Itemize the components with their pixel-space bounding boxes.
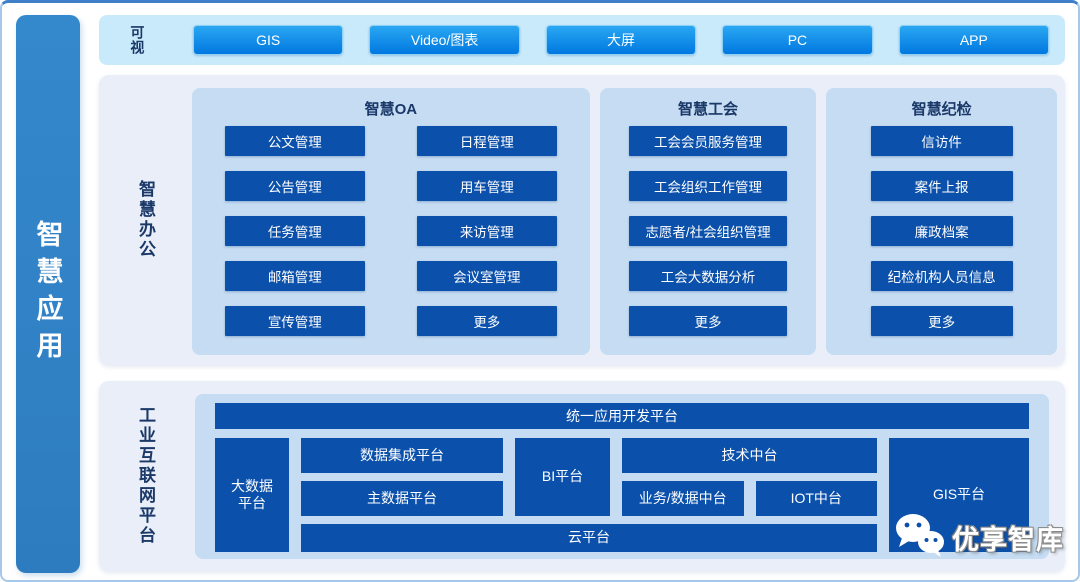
button-visitor-mgmt[interactable]: 来访管理 bbox=[416, 216, 557, 246]
button-union-org-work[interactable]: 工会组织工作管理 bbox=[629, 171, 787, 201]
smart-office-label: 智慧办公 bbox=[136, 180, 155, 260]
middle-platform-row: 业务/数据中台 IOT中台 bbox=[622, 481, 877, 516]
watermark: 优享智库 bbox=[892, 511, 1064, 564]
button-petition-letter[interactable]: 信访件 bbox=[870, 126, 1013, 156]
industrial-internet-label-cell: 工业互联网平台 bbox=[99, 381, 192, 571]
bi-platform[interactable]: BI平台 bbox=[515, 438, 610, 516]
button-union-bigdata-analysis[interactable]: 工会大数据分析 bbox=[629, 261, 787, 291]
button-announcement-mgmt[interactable]: 公告管理 bbox=[224, 171, 365, 201]
sidebar-smart-application: 智慧应用 bbox=[16, 15, 80, 573]
smart-oa-column-2: 日程管理 用车管理 来访管理 会议室管理 更多 bbox=[416, 126, 557, 336]
button-video-chart[interactable]: Video/图表 bbox=[369, 25, 520, 55]
button-document-mgmt[interactable]: 公文管理 bbox=[224, 126, 365, 156]
button-union-member-service[interactable]: 工会会员服务管理 bbox=[629, 126, 787, 156]
button-discipline-staff-info[interactable]: 纪检机构人员信息 bbox=[870, 261, 1013, 291]
content-area: 可视 GIS Video/图表 大屏 PC APP 智慧办公 智慧OA bbox=[99, 15, 1065, 571]
button-discipline-more[interactable]: 更多 bbox=[870, 306, 1013, 336]
group-smart-oa-title: 智慧OA bbox=[364, 101, 418, 118]
smart-office-groups: 智慧OA 公文管理 公告管理 任务管理 邮箱管理 宣传管理 日程管理 用车管理 bbox=[192, 88, 1057, 355]
business-data-middle-platform[interactable]: 业务/数据中台 bbox=[622, 481, 744, 516]
button-publicity-mgmt[interactable]: 宣传管理 bbox=[224, 306, 365, 336]
smart-oa-columns: 公文管理 公告管理 任务管理 邮箱管理 宣传管理 日程管理 用车管理 来访管理 … bbox=[224, 126, 557, 336]
button-gis-client[interactable]: GIS bbox=[193, 25, 344, 55]
button-union-more[interactable]: 更多 bbox=[629, 306, 787, 336]
button-pc[interactable]: PC bbox=[722, 25, 873, 55]
button-task-mgmt[interactable]: 任务管理 bbox=[224, 216, 365, 246]
tech-middle-platform[interactable]: 技术中台 bbox=[622, 438, 877, 473]
sidebar-label: 智慧应用 bbox=[32, 220, 63, 368]
data-integration-platform[interactable]: 数据集成平台 bbox=[301, 438, 503, 473]
smart-union-column: 工会会员服务管理 工会组织工作管理 志愿者/社会组织管理 工会大数据分析 更多 bbox=[629, 126, 787, 336]
button-oa-more[interactable]: 更多 bbox=[416, 306, 557, 336]
button-vehicle-mgmt[interactable]: 用车管理 bbox=[416, 171, 557, 201]
button-app[interactable]: APP bbox=[898, 25, 1050, 55]
industrial-internet-label: 工业互联网平台 bbox=[136, 406, 155, 546]
button-meeting-room-mgmt[interactable]: 会议室管理 bbox=[416, 261, 557, 291]
smart-discipline-column: 信访件 案件上报 廉政档案 纪检机构人员信息 更多 bbox=[870, 126, 1013, 336]
big-data-platform[interactable]: 大数据平台 bbox=[215, 438, 289, 552]
platform-grid: 大数据平台 数据集成平台 主数据平台 BI平台 技术中台 业务/数据中台 IOT… bbox=[215, 438, 1029, 552]
iot-middle-platform[interactable]: IOT中台 bbox=[755, 481, 877, 516]
wechat-icon bbox=[892, 511, 946, 564]
group-smart-oa: 智慧OA 公文管理 公告管理 任务管理 邮箱管理 宣传管理 日程管理 用车管理 bbox=[192, 88, 590, 355]
button-case-report[interactable]: 案件上报 bbox=[870, 171, 1013, 201]
visualization-label: 可视 bbox=[129, 25, 146, 55]
button-mailbox-mgmt[interactable]: 邮箱管理 bbox=[224, 261, 365, 291]
smart-oa-column-1: 公文管理 公告管理 任务管理 邮箱管理 宣传管理 bbox=[224, 126, 365, 336]
visualization-strip: 可视 GIS Video/图表 大屏 PC APP bbox=[99, 15, 1065, 65]
visualization-label-cell: 可视 bbox=[107, 25, 167, 55]
button-schedule-mgmt[interactable]: 日程管理 bbox=[416, 126, 557, 156]
smart-office-label-cell: 智慧办公 bbox=[99, 75, 192, 365]
button-volunteer-org-mgmt[interactable]: 志愿者/社会组织管理 bbox=[629, 216, 787, 246]
industrial-internet-section: 工业互联网平台 统一应用开发平台 大数据平台 数据集成平台 主数据平台 BI平台… bbox=[99, 381, 1065, 571]
visualization-buttons: GIS Video/图表 大屏 PC APP bbox=[193, 25, 1050, 55]
button-integrity-archive[interactable]: 廉政档案 bbox=[870, 216, 1013, 246]
unified-app-dev-platform[interactable]: 统一应用开发平台 bbox=[215, 403, 1029, 429]
group-smart-discipline-title: 智慧纪检 bbox=[911, 101, 972, 118]
button-big-screen[interactable]: 大屏 bbox=[545, 25, 697, 55]
smart-office-section: 智慧办公 智慧OA 公文管理 公告管理 任务管理 邮箱管理 宣传管理 bbox=[99, 75, 1065, 365]
group-smart-union: 智慧工会 工会会员服务管理 工会组织工作管理 志愿者/社会组织管理 工会大数据分… bbox=[599, 88, 817, 355]
group-smart-union-title: 智慧工会 bbox=[677, 101, 738, 118]
master-data-platform[interactable]: 主数据平台 bbox=[301, 481, 503, 516]
platform-box: 统一应用开发平台 大数据平台 数据集成平台 主数据平台 BI平台 技术中台 业务… bbox=[195, 394, 1049, 559]
group-smart-discipline: 智慧纪检 信访件 案件上报 廉政档案 纪检机构人员信息 更多 bbox=[826, 88, 1057, 355]
cloud-platform[interactable]: 云平台 bbox=[301, 524, 877, 552]
watermark-text: 优享智库 bbox=[952, 525, 1064, 555]
